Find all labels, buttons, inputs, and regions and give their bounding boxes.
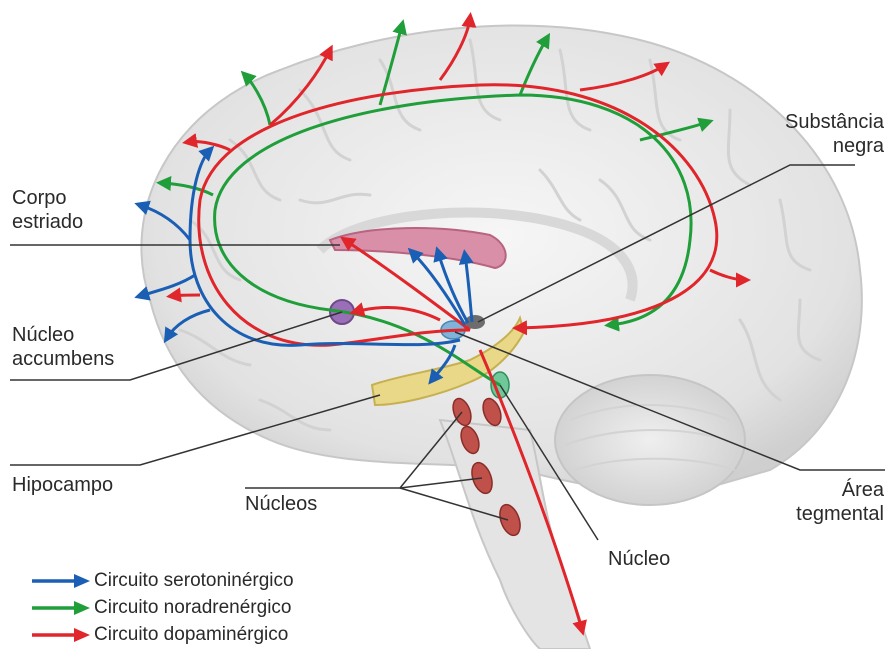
legend-noradrenaline: Circuito noradrenérgico <box>30 597 292 619</box>
label-area-tegmental: Área tegmental <box>796 478 884 526</box>
label-corpo-estriado: Corpo estriado <box>12 186 83 234</box>
legend-arrow-red-icon <box>30 626 92 644</box>
label-corpo-estriado-line1: Corpo <box>12 186 83 210</box>
label-nucleo: Núcleo <box>608 547 670 571</box>
label-hipocampo: Hipocampo <box>12 473 113 497</box>
label-nucleo-accumbens-line2: accumbens <box>12 347 114 371</box>
label-area-tegmental-line2: tegmental <box>796 502 884 526</box>
label-substancia-negra: Substância negra <box>785 110 884 158</box>
legend-label-noradrenaline: Circuito noradrenérgico <box>94 597 292 619</box>
legend-arrow-green-icon <box>30 599 92 617</box>
label-substancia-negra-line1: Substância <box>785 110 884 134</box>
legend-arrow-blue-icon <box>30 572 92 590</box>
legend-label-serotonin: Circuito serotoninérgico <box>94 570 294 592</box>
label-nucleo-accumbens: Núcleo accumbens <box>12 323 114 371</box>
legend-label-dopamine: Circuito dopaminérgico <box>94 624 288 646</box>
legend-dopamine: Circuito dopaminérgico <box>30 624 288 646</box>
label-area-tegmental-line1: Área <box>796 478 884 502</box>
legend-serotonin: Circuito serotoninérgico <box>30 570 294 592</box>
label-corpo-estriado-line2: estriado <box>12 210 83 234</box>
label-nucleos: Núcleos <box>245 492 317 516</box>
label-nucleo-accumbens-line1: Núcleo <box>12 323 114 347</box>
label-substancia-negra-line2: negra <box>785 134 884 158</box>
